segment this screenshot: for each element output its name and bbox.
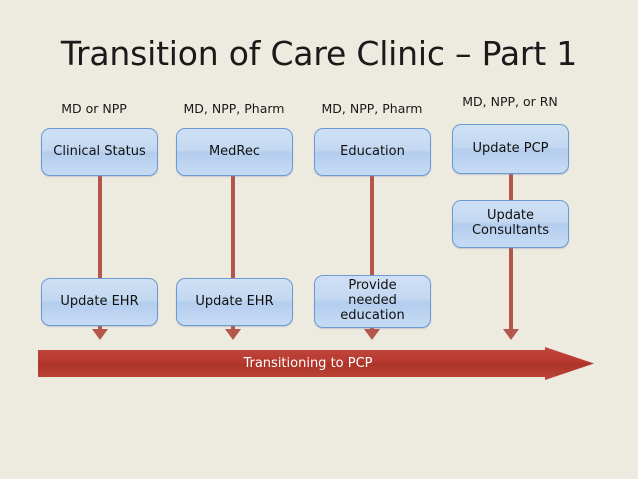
connector-line-column-1 bbox=[98, 160, 102, 334]
process-box-label: Update PCP bbox=[472, 140, 549, 156]
process-box-label: MedRec bbox=[208, 143, 261, 159]
process-box-label-line-1: Provide bbox=[348, 278, 397, 294]
process-box-provide-needed-education[interactable]: Provide needed education bbox=[314, 275, 431, 328]
process-box-label-line-3: education bbox=[340, 307, 405, 323]
process-box-label: Update EHR bbox=[195, 293, 274, 309]
role-label-column-2: MD, NPP, Pharm bbox=[183, 101, 285, 116]
process-box-update-ehr-2[interactable]: Update EHR bbox=[176, 278, 293, 326]
transitioning-banner-arrow bbox=[38, 347, 594, 380]
connector-arrowhead-column-1 bbox=[92, 329, 108, 340]
process-box-label: Education bbox=[340, 143, 405, 159]
connector-line-column-2 bbox=[231, 160, 235, 334]
process-box-label-line-2: Consultants bbox=[471, 223, 550, 238]
connector-arrowhead-column-2 bbox=[225, 329, 241, 340]
process-box-education[interactable]: Education bbox=[314, 128, 431, 176]
process-box-label-multiline: Provide needed education bbox=[340, 278, 405, 324]
process-box-label-line-2: needed bbox=[348, 293, 397, 309]
role-label-column-1: MD or NPP bbox=[61, 101, 127, 116]
process-box-label-line-1: Update bbox=[486, 208, 535, 224]
role-label-column-4: MD, NPP, or RN bbox=[462, 94, 558, 109]
process-box-update-consultants[interactable]: Update Consultants bbox=[452, 200, 569, 248]
role-label-column-3: MD, NPP, Pharm bbox=[321, 101, 423, 116]
connector-arrowhead-column-4 bbox=[503, 329, 519, 340]
process-box-label: Clinical Status bbox=[53, 143, 146, 159]
process-box-label-multiline: Update Consultants bbox=[471, 208, 550, 239]
process-box-update-pcp[interactable]: Update PCP bbox=[452, 124, 569, 174]
process-box-clinical-status[interactable]: Clinical Status bbox=[41, 128, 158, 176]
page-title: Transition of Care Clinic – Part 1 bbox=[60, 34, 578, 73]
connector-arrowhead-column-3 bbox=[364, 329, 380, 340]
process-box-medrec[interactable]: MedRec bbox=[176, 128, 293, 176]
connector-line-column-3 bbox=[370, 160, 374, 334]
process-box-label: Update EHR bbox=[60, 293, 139, 309]
process-box-update-ehr-1[interactable]: Update EHR bbox=[41, 278, 158, 326]
